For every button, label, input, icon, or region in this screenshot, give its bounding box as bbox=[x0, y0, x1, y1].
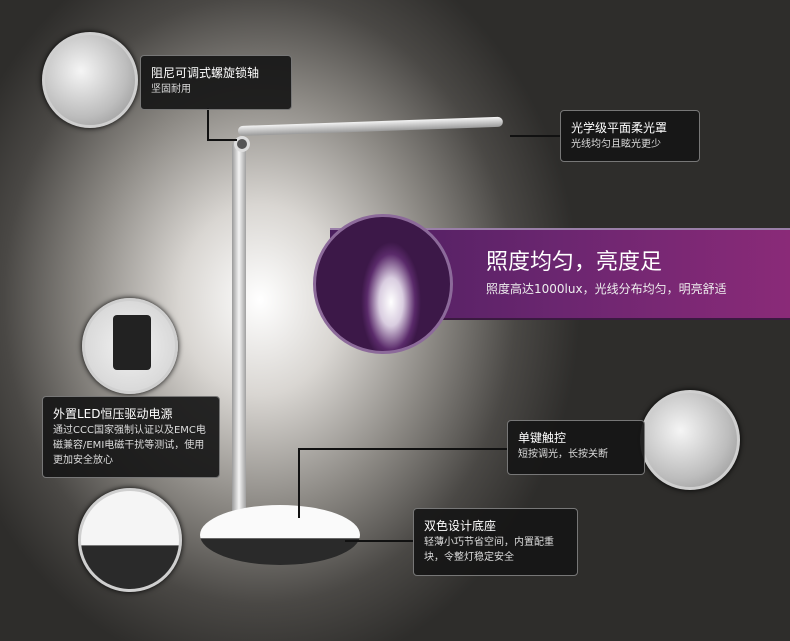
connector bbox=[207, 139, 237, 141]
connector bbox=[510, 135, 560, 137]
callout-base: 双色设计底座 轻薄小巧节省空间，内置配重块，令整灯稳定安全 bbox=[413, 508, 578, 576]
connector bbox=[345, 540, 413, 542]
callout-desc: 坚固耐用 bbox=[151, 84, 191, 95]
base-detail-image bbox=[78, 488, 182, 592]
callout-title: 阻尼可调式螺旋锁轴 bbox=[151, 66, 260, 80]
callout-diffuser: 光学级平面柔光罩 光线均匀且眩光更少 bbox=[560, 110, 700, 162]
callout-hinge: 阻尼可调式螺旋锁轴 坚固耐用 bbox=[140, 55, 292, 110]
callout-desc: 轻薄小巧节省空间，内置配重块，令整灯稳定安全 bbox=[424, 537, 554, 563]
callout-desc: 短按调光，长按关断 bbox=[518, 449, 608, 460]
power-adapter-image bbox=[82, 298, 178, 394]
callout-desc: 通过CCC国家强制认证以及EMC电磁兼容/EMI电磁干扰等测试，使用更加安全放心 bbox=[53, 425, 206, 466]
lamp-joint bbox=[234, 136, 250, 152]
connector bbox=[298, 448, 300, 518]
lamp-base bbox=[200, 505, 360, 565]
callout-touch: 单键触控 短按调光，长按关断 bbox=[507, 420, 645, 475]
callout-title: 外置LED恒压驱动电源 bbox=[53, 407, 173, 421]
connector bbox=[298, 448, 508, 450]
lamp-pole bbox=[232, 140, 246, 525]
touch-button-image bbox=[640, 390, 740, 490]
banner-title: 照度均匀，亮度足 bbox=[486, 250, 663, 275]
lamp-arm bbox=[237, 116, 504, 136]
connector bbox=[207, 108, 209, 140]
callout-power: 外置LED恒压驱动电源 通过CCC国家强制认证以及EMC电磁兼容/EMI电磁干扰… bbox=[42, 396, 220, 478]
hinge-detail-image bbox=[42, 32, 138, 128]
callout-title: 双色设计底座 bbox=[424, 519, 497, 533]
callout-desc: 光线均匀且眩光更少 bbox=[571, 139, 661, 150]
banner-desc: 照度高达1000lux，光线分布均匀，明亮舒适 bbox=[486, 282, 727, 296]
callout-title: 光学级平面柔光罩 bbox=[571, 121, 668, 135]
callout-title: 单键触控 bbox=[518, 431, 567, 445]
lamp-light-image bbox=[313, 214, 453, 354]
